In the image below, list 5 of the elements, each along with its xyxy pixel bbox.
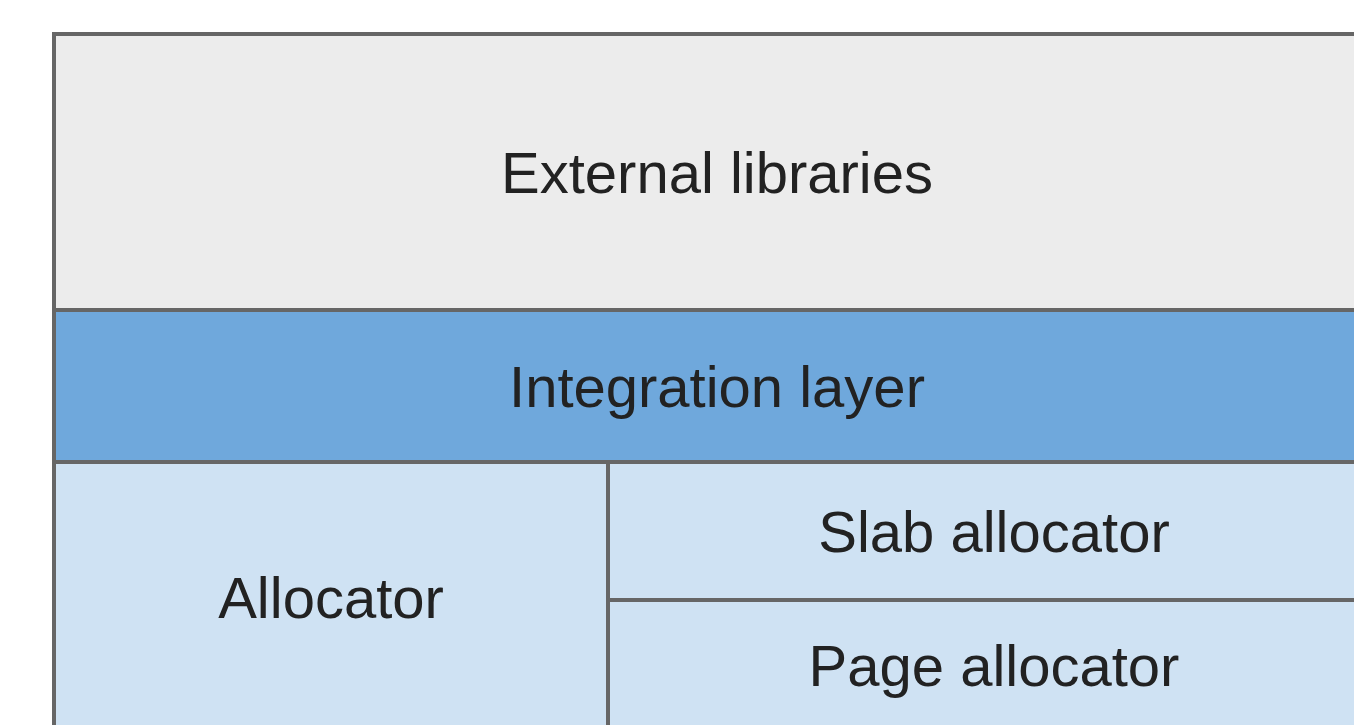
layer-label: Allocator [218,564,444,631]
layer-label: Slab allocator [818,497,1170,565]
layer-label: Page allocator [808,632,1180,699]
layer-label: External libraries [501,138,933,206]
layer-label: Integration layer [509,352,925,420]
